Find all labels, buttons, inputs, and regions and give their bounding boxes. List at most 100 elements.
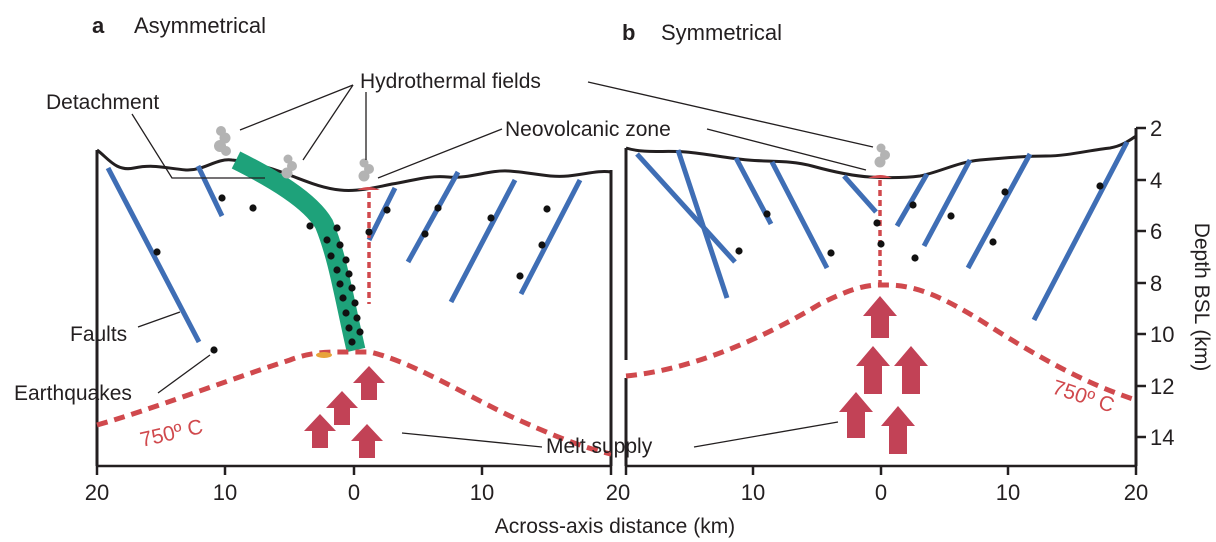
fault xyxy=(366,186,398,242)
earthquake-dot xyxy=(735,247,743,255)
fault xyxy=(1031,140,1130,322)
label-melt-supply: Melt supply xyxy=(546,435,653,458)
annotation-leader-lines xyxy=(131,81,874,448)
leader-line xyxy=(706,128,867,171)
y-tick-label: 10 xyxy=(1150,322,1174,347)
label-neovolcanic-zone: Neovolcanic zone xyxy=(505,118,671,141)
panel-b: 20 10 0 10 20 2 4 6 8 10 12 14 xyxy=(606,116,1175,505)
fault xyxy=(842,174,878,214)
earthquake-dot xyxy=(356,328,364,336)
earthquake-dot xyxy=(383,206,391,214)
panel-a-faults xyxy=(105,164,583,344)
earthquake-dot xyxy=(333,266,341,274)
x-tick-label: 10 xyxy=(470,480,494,505)
melt-arrow xyxy=(856,346,890,394)
y-tick-label: 8 xyxy=(1150,271,1162,296)
earthquake-dot xyxy=(218,194,226,202)
earthquake-dot xyxy=(336,280,344,288)
fault xyxy=(448,178,518,304)
melt-arrow xyxy=(326,391,358,425)
y-tick-label: 14 xyxy=(1150,425,1174,450)
vent-plume-icon xyxy=(214,126,231,156)
fault xyxy=(635,152,737,264)
label-faults: Faults xyxy=(70,323,127,346)
earthquake-dot xyxy=(873,219,881,227)
x-tick-label: 0 xyxy=(348,480,360,505)
panel-b-melt-arrows xyxy=(839,296,928,454)
earthquake-dot xyxy=(909,201,917,209)
earthquake-dot xyxy=(516,272,524,280)
fault xyxy=(894,172,930,228)
y-tick-label: 12 xyxy=(1150,374,1174,399)
earthquake-dot xyxy=(249,204,257,212)
isotherm-label-b: 750º C xyxy=(1049,376,1117,418)
earthquake-dot xyxy=(345,270,353,278)
fault xyxy=(769,160,830,270)
vent-plume-icon xyxy=(358,158,374,182)
earthquake-dot xyxy=(345,324,353,332)
panel-a-neovolcanic-lens xyxy=(357,187,380,190)
earthquake-dot xyxy=(306,222,314,230)
y-axis-ticks xyxy=(1136,126,1146,439)
leader-line xyxy=(302,84,354,161)
x-axis-label: Across-axis distance (km) xyxy=(495,515,735,538)
fault xyxy=(518,178,583,296)
x-tick-label: 0 xyxy=(875,480,887,505)
earthquake-dot xyxy=(877,240,885,248)
earthquake-dot xyxy=(351,299,359,307)
earthquake-dot xyxy=(348,338,356,346)
panel-a-seafloor xyxy=(96,148,612,192)
panel-b-title: Symmetrical xyxy=(661,20,782,45)
label-earthquakes: Earthquakes xyxy=(14,382,132,405)
y-axis-label: Depth BSL (km) xyxy=(1190,223,1213,372)
earthquake-dot xyxy=(333,224,341,232)
earthquake-dot xyxy=(543,205,551,213)
melt-arrow xyxy=(304,414,336,448)
panel-a-earthquakes xyxy=(153,194,551,354)
leader-line xyxy=(587,81,874,148)
panel-a-melt-lens xyxy=(316,352,332,358)
panel-a-hydrothermal-vents xyxy=(214,126,374,182)
earthquake-dot xyxy=(487,214,495,222)
leader-line xyxy=(137,311,181,328)
panel-a-letter: a xyxy=(92,13,105,38)
x-tick-label: 10 xyxy=(996,480,1020,505)
leader-line xyxy=(157,354,211,394)
isotherm-label-a: 750º C xyxy=(138,415,205,452)
earthquake-dot xyxy=(989,238,997,246)
fault xyxy=(675,149,730,299)
y-tick-label: 6 xyxy=(1150,219,1162,244)
y-tick-label: 4 xyxy=(1150,168,1162,193)
leader-line xyxy=(693,421,839,448)
y-tick-label: 2 xyxy=(1150,116,1162,141)
earthquake-dot xyxy=(763,210,771,218)
earthquake-dot xyxy=(342,256,350,264)
panel-b-faults xyxy=(635,140,1130,322)
panel-b-letter: b xyxy=(622,20,635,45)
panel-a-melt-arrows xyxy=(304,366,385,458)
melt-arrow xyxy=(353,366,385,400)
x-tick-label: 20 xyxy=(1124,480,1148,505)
earthquake-dot xyxy=(911,254,919,262)
earthquake-dot xyxy=(421,230,429,238)
melt-arrow xyxy=(351,424,383,458)
earthquake-dot xyxy=(827,249,835,257)
earthquake-dot xyxy=(947,212,955,220)
detachment-fault xyxy=(231,151,366,353)
panel-b-neovolcanic-lens xyxy=(868,175,892,178)
leader-line xyxy=(239,84,354,131)
earthquake-dot xyxy=(339,294,347,302)
melt-arrow xyxy=(894,346,928,394)
x-tick-label: 10 xyxy=(213,480,237,505)
panel-a-title: Asymmetrical xyxy=(134,13,266,38)
x-tick-label: 10 xyxy=(741,480,765,505)
panel-b-earthquakes xyxy=(735,182,1104,262)
label-detachment: Detachment xyxy=(46,91,159,114)
fault xyxy=(405,170,461,264)
earthquake-dot xyxy=(1096,182,1104,190)
fault xyxy=(195,164,225,218)
earthquake-dot xyxy=(327,252,335,260)
fault xyxy=(105,166,202,344)
x-tick-label: 20 xyxy=(85,480,109,505)
